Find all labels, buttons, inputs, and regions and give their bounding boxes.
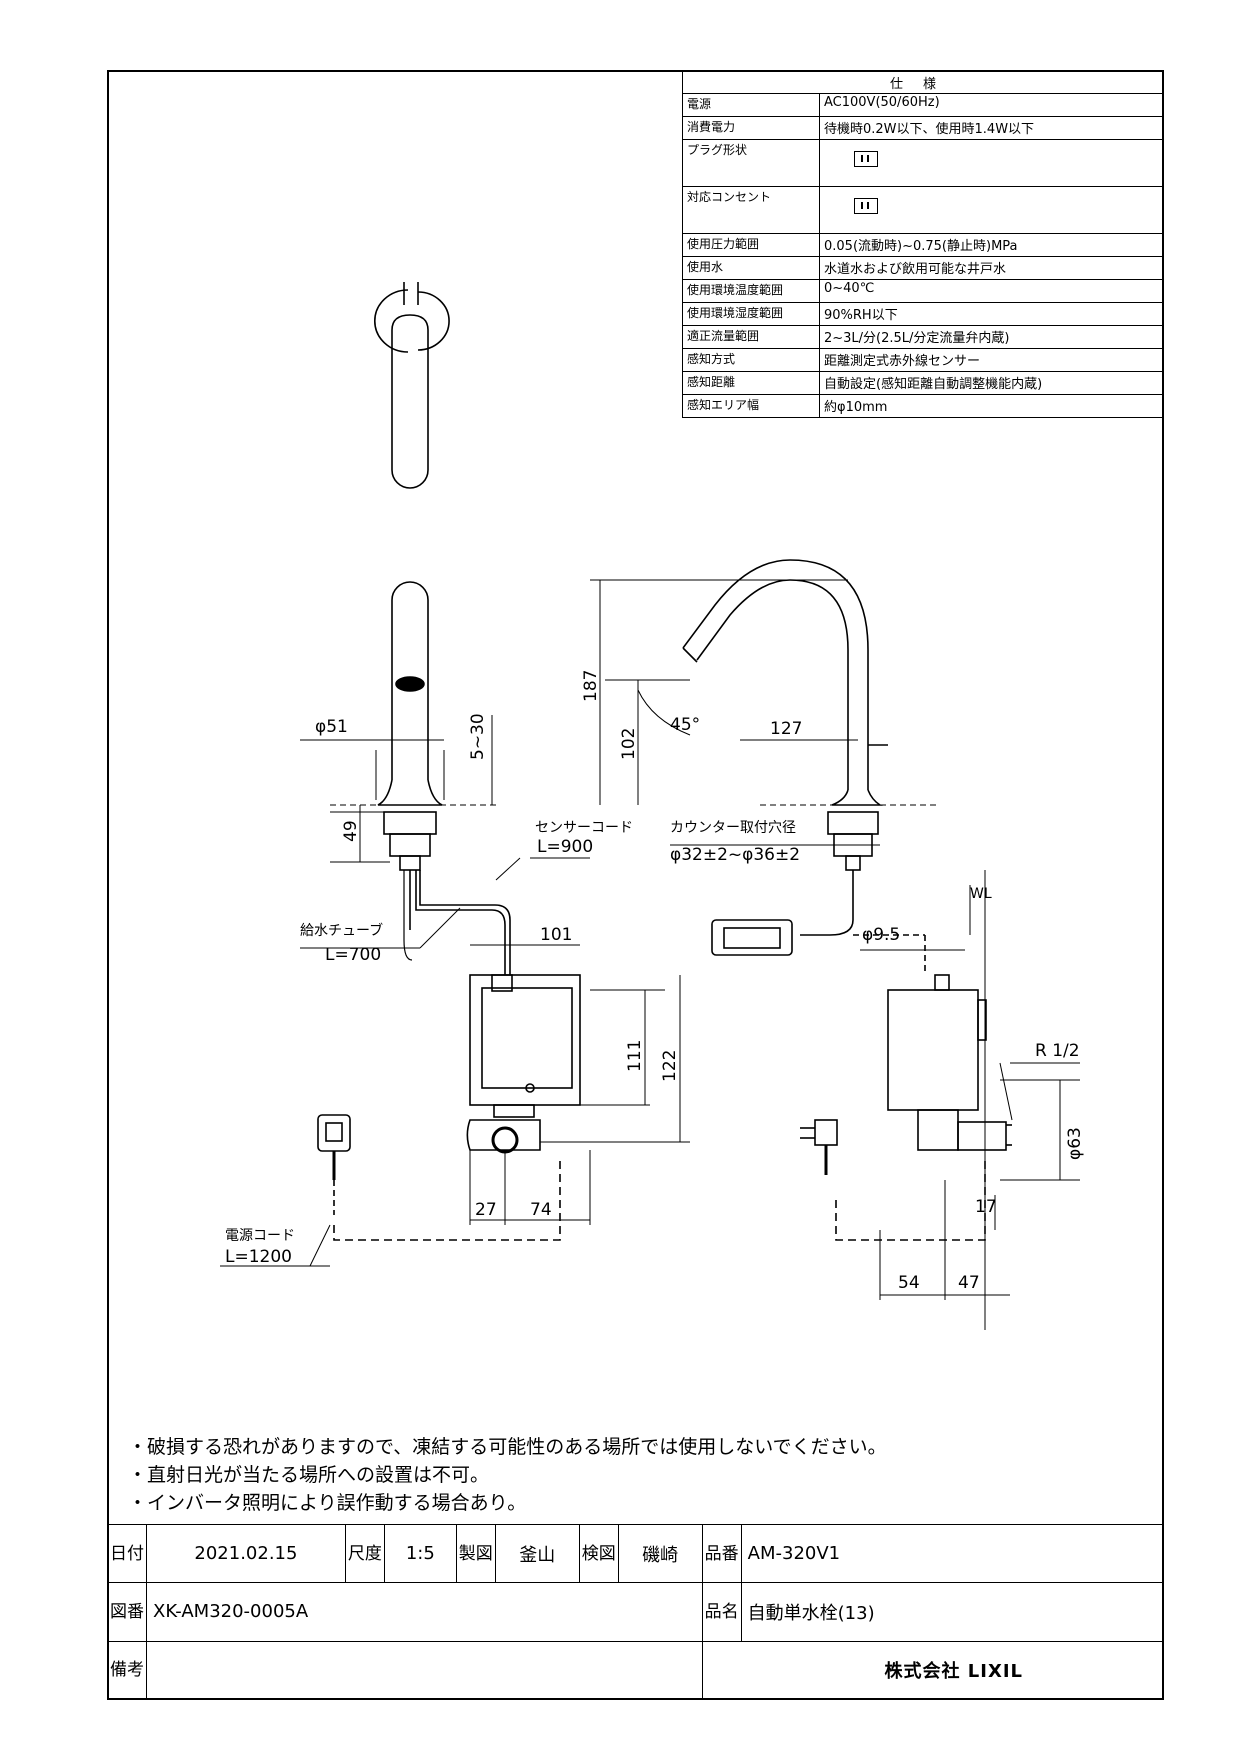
spec-value: AC100V(50/60Hz) bbox=[819, 93, 1164, 117]
drawing-no-label: 図番 bbox=[107, 1582, 147, 1642]
company-logo: 株式会社 LIXIL bbox=[701, 1640, 1165, 1701]
spec-value: 水道水および飲用可能な井戸水 bbox=[819, 256, 1164, 280]
plug-shape-cell bbox=[819, 139, 1164, 187]
title-block: 日付 2021.02.15 尺度 1:5 製図 釜山 検図 磯崎 品番 AM-3… bbox=[107, 1523, 1165, 1701]
spec-label: 電源 bbox=[682, 93, 820, 117]
supply-tube-label: 給水チューブ bbox=[300, 922, 383, 939]
counter-hole-dim: φ32±2~φ36±2 bbox=[670, 845, 800, 865]
spec-label: 使用水 bbox=[682, 256, 820, 280]
date-value: 2021.02.15 bbox=[146, 1523, 346, 1584]
product-name-label: 品名 bbox=[701, 1582, 742, 1642]
product-no-value: AM-320V1 bbox=[740, 1523, 1165, 1584]
dim-49: 49 bbox=[341, 820, 361, 842]
dim-187: 187 bbox=[581, 670, 601, 702]
side-view bbox=[682, 559, 1012, 1241]
spec-label: 適正流量範囲 bbox=[682, 325, 820, 349]
plug-icon bbox=[854, 151, 878, 167]
dim-17: 17 bbox=[975, 1197, 997, 1217]
note-item: ・インバータ照明により誤作動する場合あり。 bbox=[128, 1492, 527, 1514]
dimension-texts: φ51 5~30 49 187 102 45° 127 センサーコード L=90… bbox=[225, 670, 1085, 1293]
spec-label: 使用環境温度範囲 bbox=[682, 279, 820, 303]
dim-127: 127 bbox=[770, 719, 802, 739]
r-half-label: R 1/2 bbox=[1035, 1041, 1080, 1061]
dim-102: 102 bbox=[619, 728, 639, 760]
notes: ・破損する恐れがありますので、凍結する可能性のある場所では使用しないでください。… bbox=[128, 1433, 887, 1517]
dim-111: 111 bbox=[625, 1040, 645, 1072]
wl-label: WL bbox=[970, 886, 992, 902]
spec-label: 感知距離 bbox=[682, 371, 820, 395]
remarks-value bbox=[146, 1640, 703, 1701]
outlet-icon bbox=[854, 198, 878, 214]
spec-label: 使用環境湿度範囲 bbox=[682, 302, 820, 326]
note-item: ・破損する恐れがありますので、凍結する可能性のある場所では使用しないでください。 bbox=[128, 1436, 887, 1458]
checked-value: 磯崎 bbox=[617, 1523, 703, 1584]
dimension-lines bbox=[220, 579, 1080, 1330]
checked-label: 検図 bbox=[578, 1523, 619, 1584]
drawn-label: 製図 bbox=[455, 1523, 496, 1584]
dim-54: 54 bbox=[898, 1273, 920, 1293]
power-cord-length: L=1200 bbox=[225, 1247, 292, 1267]
dim-47: 47 bbox=[958, 1273, 980, 1293]
sensor-cord-length: L=900 bbox=[537, 837, 593, 857]
spec-label: 感知方式 bbox=[682, 348, 820, 372]
dim-45: 45° bbox=[670, 715, 700, 735]
spec-value: 0.05(流動時)~0.75(静止時)MPa bbox=[819, 233, 1164, 257]
dim-9-5: φ9.5 bbox=[862, 925, 900, 945]
product-no-label: 品番 bbox=[701, 1523, 742, 1584]
top-view bbox=[373, 282, 450, 489]
scale-label: 尺度 bbox=[344, 1523, 385, 1584]
supply-tube-length: L=700 bbox=[325, 945, 381, 965]
dim-74: 74 bbox=[530, 1200, 552, 1220]
front-view bbox=[317, 581, 581, 1241]
date-label: 日付 bbox=[107, 1523, 147, 1584]
counter-hole-label: カウンター取付穴径 bbox=[670, 820, 796, 836]
drawn-value: 釜山 bbox=[494, 1523, 580, 1584]
dim-122: 122 bbox=[660, 1050, 680, 1082]
note-item: ・直射日光が当たる場所への設置は不可。 bbox=[128, 1464, 490, 1486]
spec-label: 感知エリア幅 bbox=[682, 394, 820, 418]
dim-51: φ51 bbox=[315, 717, 348, 737]
scale-value: 1:5 bbox=[383, 1523, 457, 1584]
spec-label: 使用圧力範囲 bbox=[682, 233, 820, 257]
sensor-cord-label: センサーコード bbox=[535, 820, 633, 836]
dim-101: 101 bbox=[540, 925, 572, 945]
spec-label: 対応コンセント bbox=[682, 186, 820, 234]
spec-value: 約φ10mm bbox=[819, 394, 1164, 418]
dim-63: φ63 bbox=[1065, 1127, 1085, 1160]
product-name-value: 自動単水栓(13) bbox=[740, 1582, 1165, 1642]
spec-label: プラグ形状 bbox=[682, 139, 820, 187]
drawing-no-value: XK-AM320-0005A bbox=[146, 1582, 703, 1642]
spec-value: 距離測定式赤外線センサー bbox=[819, 348, 1164, 372]
remarks-label: 備考 bbox=[107, 1640, 147, 1701]
power-cord-label: 電源コード bbox=[225, 1228, 295, 1244]
dim-5-30: 5~30 bbox=[468, 713, 488, 760]
spec-value: 90%RH以下 bbox=[819, 302, 1164, 326]
dim-27: 27 bbox=[475, 1200, 497, 1220]
